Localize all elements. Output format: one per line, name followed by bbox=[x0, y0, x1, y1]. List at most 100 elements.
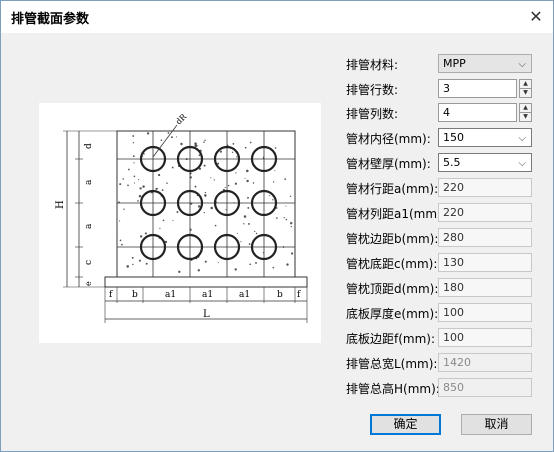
label-wall: 管材壁厚(mm): bbox=[346, 157, 431, 171]
speckle bbox=[210, 177, 212, 179]
base-f-input[interactable]: 100 bbox=[438, 328, 532, 347]
label-top-d: 管枕顶距d(mm): bbox=[346, 282, 439, 296]
speckle bbox=[285, 218, 288, 221]
close-icon[interactable]: ✕ bbox=[529, 6, 543, 26]
total-H-value: 850 bbox=[443, 381, 464, 394]
speckle bbox=[217, 162, 220, 165]
speckle bbox=[157, 187, 159, 189]
speckle bbox=[285, 205, 287, 207]
cancel-button[interactable]: 取消 bbox=[461, 414, 532, 435]
label-base-e: 底板厚度e(mm): bbox=[346, 307, 439, 321]
pipe-circle bbox=[139, 145, 167, 173]
speckle bbox=[176, 211, 179, 213]
speckle bbox=[231, 151, 234, 153]
speckle bbox=[131, 256, 134, 259]
pipe-circle bbox=[250, 189, 278, 217]
diameter-leader bbox=[152, 124, 178, 158]
spin-up-icon[interactable]: ▲ bbox=[520, 80, 531, 89]
speckle bbox=[217, 262, 219, 264]
speckle bbox=[234, 182, 237, 185]
speckle bbox=[249, 141, 252, 144]
rows-input[interactable]: 3 bbox=[438, 79, 517, 98]
base-plate bbox=[104, 276, 308, 288]
speckle bbox=[210, 206, 213, 210]
chevron-down-icon: ⌵ bbox=[518, 133, 526, 144]
speckle bbox=[234, 268, 237, 271]
base-e-input[interactable]: 100 bbox=[438, 303, 532, 322]
speckle bbox=[194, 144, 198, 147]
speckle bbox=[119, 239, 122, 242]
speckle bbox=[252, 182, 255, 184]
speckle bbox=[155, 187, 158, 190]
material-combo[interactable]: MPP ⌵ bbox=[438, 54, 532, 73]
speckle bbox=[160, 139, 163, 141]
pipe-circle bbox=[250, 233, 278, 261]
speckle bbox=[180, 142, 183, 146]
speckle bbox=[286, 263, 289, 266]
speckle bbox=[198, 154, 201, 157]
side-b-input[interactable]: 280 bbox=[438, 228, 532, 247]
ok-button[interactable]: 确定 bbox=[370, 414, 441, 435]
speckle bbox=[246, 169, 249, 173]
row-pitch-value: 220 bbox=[443, 181, 464, 194]
speckle bbox=[235, 172, 237, 174]
bottom-c-value: 130 bbox=[443, 256, 464, 269]
speckle bbox=[272, 181, 275, 183]
top-d-input[interactable]: 180 bbox=[438, 278, 532, 297]
row-pitch-input[interactable]: 220 bbox=[438, 178, 532, 197]
wall-combo[interactable]: 5.5 ⌵ bbox=[438, 153, 532, 172]
rows-value: 3 bbox=[443, 82, 450, 95]
speckle bbox=[119, 220, 121, 222]
speckle bbox=[128, 168, 130, 171]
spin-down-icon[interactable]: ▼ bbox=[523, 89, 528, 96]
dim-a-2: a bbox=[84, 223, 94, 229]
chevron-down-icon: ⌵ bbox=[518, 59, 526, 70]
rows-spinner[interactable]: ▲ ▼ bbox=[519, 79, 532, 98]
pipe-circle bbox=[176, 145, 204, 173]
label-material: 排管材料: bbox=[346, 58, 399, 72]
speckle bbox=[161, 189, 164, 192]
label-rows: 排管行数: bbox=[346, 83, 399, 97]
speckle bbox=[123, 208, 125, 210]
speckle bbox=[204, 139, 206, 142]
speckle bbox=[142, 155, 144, 157]
speckle bbox=[219, 150, 222, 153]
dim-L: L bbox=[203, 309, 210, 320]
speckle bbox=[204, 191, 207, 194]
speckle bbox=[249, 263, 252, 266]
spin-up-icon[interactable]: ▲ bbox=[520, 104, 531, 113]
speckle bbox=[167, 132, 170, 134]
speckle bbox=[224, 187, 226, 189]
dim-a1-2: a1 bbox=[202, 290, 213, 300]
pipe-circle bbox=[139, 189, 167, 217]
dim-b-left: b bbox=[132, 290, 138, 300]
speckle bbox=[145, 262, 148, 265]
speckle bbox=[248, 222, 250, 225]
label-col-pitch: 管材列距a1(mm): bbox=[346, 207, 446, 221]
cols-input[interactable]: 4 bbox=[438, 103, 517, 122]
speckle bbox=[146, 132, 150, 135]
spin-down-icon[interactable]: ▼ bbox=[523, 113, 528, 120]
dim-b-right: b bbox=[277, 290, 283, 300]
speckle bbox=[159, 227, 161, 230]
speckle bbox=[274, 147, 277, 149]
chevron-down-icon: ⌵ bbox=[518, 158, 526, 169]
cols-spinner[interactable]: ▲ ▼ bbox=[519, 103, 532, 122]
concrete-block bbox=[116, 130, 296, 278]
base-f-value: 100 bbox=[443, 331, 464, 344]
speckle bbox=[244, 177, 246, 179]
inner-dia-combo[interactable]: 150 ⌵ bbox=[438, 128, 532, 147]
pipe-circle bbox=[176, 189, 204, 217]
cols-value: 4 bbox=[443, 106, 450, 119]
speckle bbox=[227, 184, 230, 187]
total-L-value: 1420 bbox=[443, 356, 471, 369]
speckle bbox=[290, 222, 293, 225]
speckle bbox=[171, 166, 174, 169]
bottom-c-input[interactable]: 130 bbox=[438, 253, 532, 272]
dim-e: e bbox=[84, 281, 93, 286]
speckle bbox=[272, 266, 275, 269]
col-pitch-input[interactable]: 220 bbox=[438, 203, 532, 222]
total-H-input: 850 bbox=[438, 378, 532, 397]
speckle bbox=[121, 243, 123, 246]
speckle bbox=[119, 183, 122, 186]
